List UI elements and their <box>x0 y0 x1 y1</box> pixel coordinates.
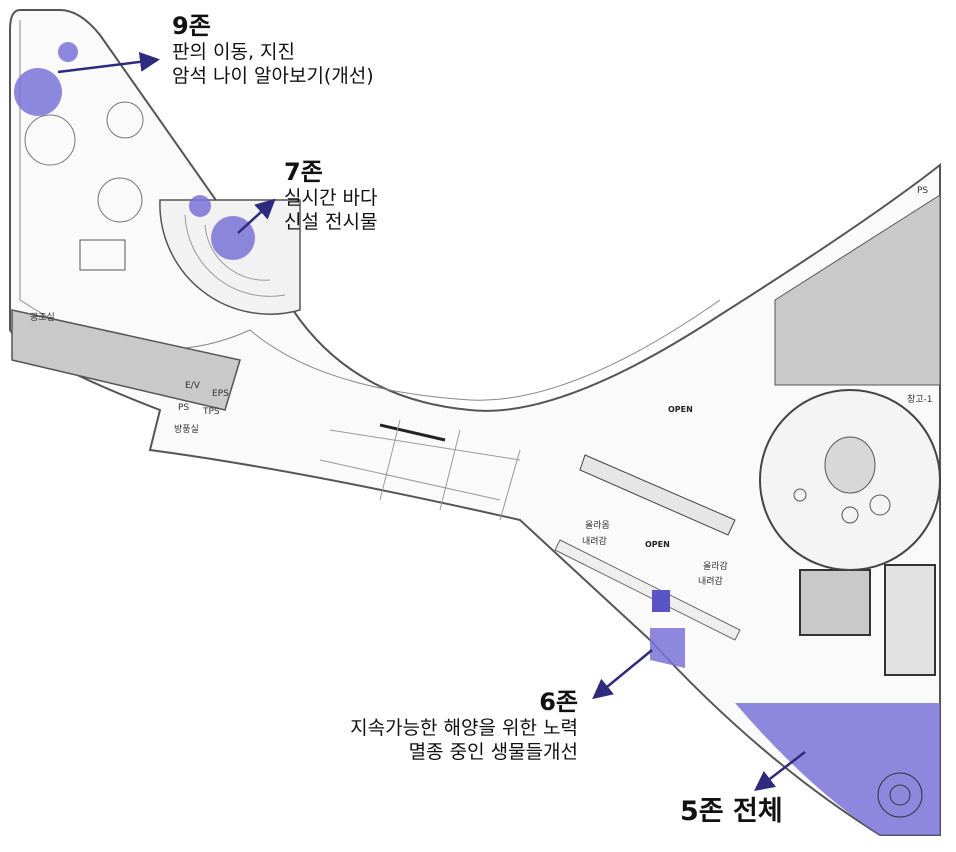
zone6-title: 6존 <box>539 688 578 716</box>
escalator-2 <box>554 539 741 641</box>
zone7-highlight-small <box>189 195 211 217</box>
zone7-desc-line1: 실시간 바다 <box>284 187 378 209</box>
grey-block-top-right <box>774 194 941 386</box>
zone9-desc-line2: 암석 나이 알아보기(개선) <box>172 65 374 87</box>
building-outline <box>9 9 941 836</box>
zone9-callout: 9존 판의 이동, 지진 암석 나이 알아보기(개선) <box>172 12 374 88</box>
label-up-1: 올라옴 <box>585 520 610 531</box>
zone7-title: 7존 <box>284 158 323 186</box>
zone5-highlight <box>735 703 940 835</box>
label-down-1: 내려감 <box>582 535 607 547</box>
zone9-title: 9존 <box>172 12 211 40</box>
zone9-arrow <box>57 51 160 74</box>
label-bangpung: 방풍실 <box>174 424 199 435</box>
label-down-2: 내려감 <box>698 575 723 587</box>
label-ps-top: PS <box>917 186 928 196</box>
escalator-1 <box>579 454 736 536</box>
zone9-desc-line1: 판의 이동, 지진 <box>172 41 295 63</box>
label-gongjo: 공조실 <box>30 312 55 323</box>
zone6-desc-line1: 지속가능한 해양을 위한 노력 <box>350 717 578 739</box>
zone5-title: 5존 전체 <box>680 796 783 827</box>
grey-block-right <box>884 564 936 676</box>
label-tps: TPS <box>202 407 220 417</box>
zone5-arrow <box>754 751 806 792</box>
label-ev: E/V <box>185 381 201 391</box>
zone6-arrow <box>592 649 653 700</box>
zone7-arrow <box>237 198 276 234</box>
label-ps: PS <box>178 403 189 413</box>
zone7-desc-line2: 신설 전시물 <box>284 211 378 233</box>
zone9-highlight-large <box>14 68 62 116</box>
label-storage: 창고-1 <box>907 394 933 405</box>
label-open-1: OPEN <box>668 405 693 414</box>
grey-block-mid <box>799 569 871 636</box>
label-up-2: 올라감 <box>703 560 728 572</box>
zone6-callout: 6존 지속가능한 해양을 위한 노력 멸종 중인 생물들개선 <box>350 688 578 764</box>
label-open-2: OPEN <box>645 540 670 549</box>
zone6-highlight <box>650 628 685 668</box>
zone6-desc-line2: 멸종 중인 생물들개선 <box>408 741 578 763</box>
label-eps: EPS <box>212 389 229 399</box>
zone5-callout: 5존 전체 <box>680 796 783 828</box>
zone9-highlight-small <box>58 42 78 62</box>
zone7-callout: 7존 실시간 바다 신설 전시물 <box>284 158 377 234</box>
zone6-highlight-small <box>652 590 670 612</box>
service-strip <box>11 309 241 411</box>
